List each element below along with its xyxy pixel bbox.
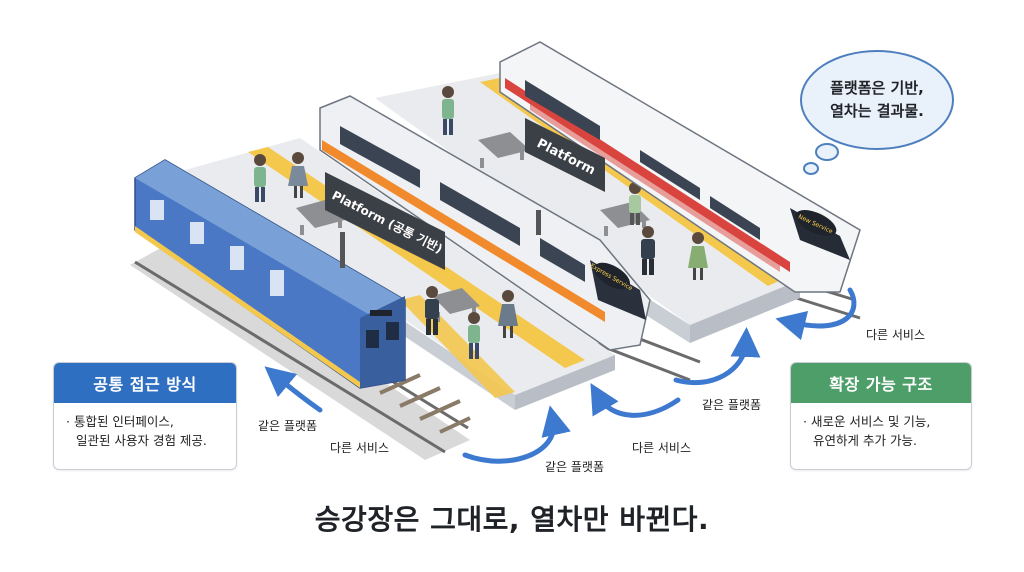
scalable-structure-card-body: · 새로운 서비스 및 기능, 유연하게 추가 가능. xyxy=(791,403,971,460)
bench-mid xyxy=(296,200,345,235)
blue-train xyxy=(134,159,406,389)
common-access-line-1: · 통합된 인터페이스, xyxy=(66,414,174,429)
label-mid-same-platform: 같은 플랫폼 xyxy=(545,460,604,474)
thought-puff-small xyxy=(803,162,819,175)
arrow-left xyxy=(264,366,323,413)
main-caption: 승강장은 그대로, 열차만 바뀐다. xyxy=(314,503,710,536)
scalable-structure-card: 확장 가능 구조 · 새로운 서비스 및 기능, 유연하게 추가 가능. xyxy=(790,362,972,470)
thought-bubble-text: 플랫폼은 기반, 열차는 결과물. xyxy=(830,77,924,123)
white-train: New Service xyxy=(499,41,861,293)
scalable-structure-line-2: 유연하게 추가 가능. xyxy=(813,433,917,448)
common-access-card: 공통 접근 방식 · 통합된 인터페이스, 일관된 사용자 경험 제공. xyxy=(53,362,237,470)
passenger-group xyxy=(254,86,708,359)
bench-back xyxy=(478,132,530,168)
flow-arrows xyxy=(264,287,857,464)
common-access-card-title: 공통 접근 방식 xyxy=(54,363,236,403)
label-left-other-service: 다른 서비스 xyxy=(330,441,389,455)
arrow-center-bottom xyxy=(462,405,571,464)
thought-bubble: 플랫폼은 기반, 열차는 결과물. xyxy=(800,50,954,150)
label-left-same-platform: 같은 플랫폼 xyxy=(258,419,317,433)
arrow-right xyxy=(775,287,857,341)
arrow-center-right xyxy=(673,327,761,386)
thought-puff-large xyxy=(815,143,839,161)
label-right-other-service: 다른 서비스 xyxy=(866,328,925,342)
common-access-card-body: · 통합된 인터페이스, 일관된 사용자 경험 제공. xyxy=(54,403,236,460)
arrow-center xyxy=(590,383,681,418)
label-right-same-platform: 같은 플랫폼 xyxy=(702,398,761,412)
label-mid-other-service: 다른 서비스 xyxy=(632,441,691,455)
scalable-structure-card-title: 확장 가능 구조 xyxy=(791,363,971,403)
silver-train: Express Service xyxy=(319,95,651,351)
common-access-line-2: 일관된 사용자 경험 제공. xyxy=(76,433,207,448)
scalable-structure-line-1: · 새로운 서비스 및 기능, xyxy=(803,414,931,429)
bubble-line-1: 플랫폼은 기반, xyxy=(830,79,924,97)
bubble-line-2: 열차는 결과물. xyxy=(830,102,924,120)
